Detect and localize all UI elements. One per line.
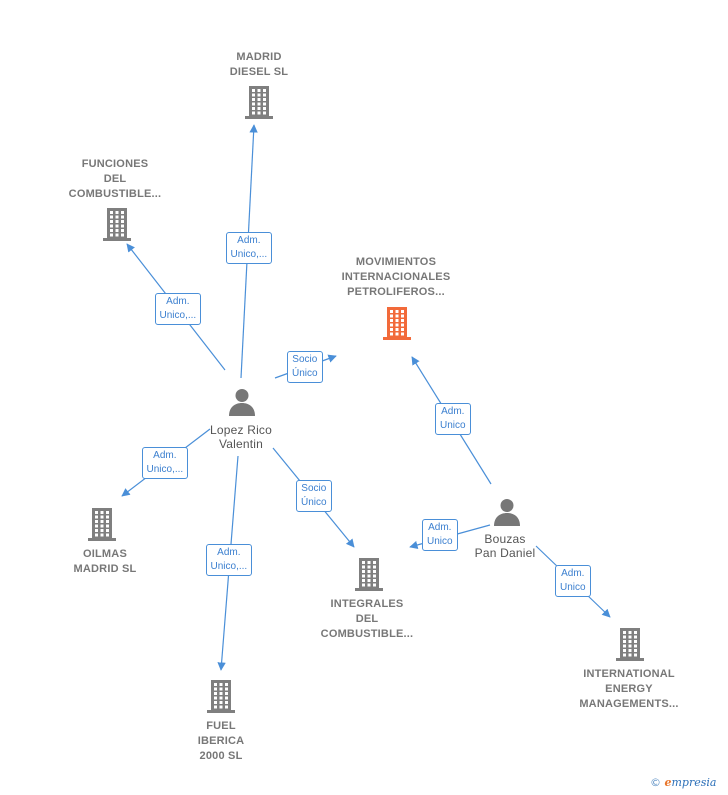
edge-label-bouzas-movimientos[interactable]: Adm. Unico xyxy=(435,403,471,435)
node-label-line: PETROLIFEROS... xyxy=(347,286,445,298)
edge-label-bouzas-integrales[interactable]: Adm. Unico xyxy=(422,519,458,551)
node-label-line: INTERNATIONAL xyxy=(583,668,675,680)
node-label-line: MOVIMIENTOS xyxy=(355,256,437,268)
edge-label-line: Único xyxy=(292,368,318,379)
node-label-line: MADRID xyxy=(236,51,282,63)
node-label-line: DEL xyxy=(355,613,379,625)
node-label-line: COMBUSTIBLE... xyxy=(68,188,162,200)
person-icon xyxy=(229,389,255,416)
node-label-funciones[interactable]: FUNCIONES DEL COMBUSTIBLE... xyxy=(45,157,185,202)
building-icon xyxy=(355,558,383,591)
node-label-oilmas[interactable]: OILMAS MADRID SL xyxy=(35,547,175,577)
node-icon-oilmas[interactable] xyxy=(86,506,118,547)
building-icon xyxy=(103,208,131,241)
edge-label-lopez-fuel[interactable]: Adm. Unico,... xyxy=(205,544,253,576)
edge-label-line: Unico,... xyxy=(159,310,197,321)
edge-label-line: Adm. xyxy=(237,235,261,246)
edge-label-line: Unico xyxy=(560,582,586,593)
node-label-line: MADRID SL xyxy=(73,563,137,575)
brand-initial: e xyxy=(664,776,672,789)
edge-label-line: Único xyxy=(301,497,327,508)
edge-label-line: Unico xyxy=(440,420,466,431)
node-label-line: IBERICA xyxy=(197,735,245,747)
node-label-line: Bouzas xyxy=(484,532,526,546)
person-icon xyxy=(494,499,520,526)
edge-label-line: Adm. xyxy=(441,406,465,417)
node-label-line: DIESEL SL xyxy=(229,66,289,78)
node-icon-madrid_diesel[interactable] xyxy=(243,84,275,125)
node-icon-integrales[interactable] xyxy=(353,556,385,597)
node-label-line: INTEGRALES xyxy=(330,598,404,610)
node-label-line: Valentin xyxy=(218,437,264,451)
copyright-symbol: © xyxy=(650,776,661,789)
building-icon xyxy=(207,680,235,713)
node-icon-bouzas[interactable] xyxy=(492,497,522,532)
edge-label-line: Socio xyxy=(301,483,327,494)
edge-label-line: Adm. xyxy=(153,450,177,461)
node-icon-lopez[interactable] xyxy=(227,387,257,422)
node-icon-fuel[interactable] xyxy=(205,678,237,719)
edge-label-line: Adm. xyxy=(217,547,241,558)
node-label-international[interactable]: INTERNATIONAL ENERGY MANAGEMENTS... xyxy=(559,667,699,712)
node-label-line: FUNCIONES xyxy=(81,158,149,170)
edge-label-lopez-madrid_diesel[interactable]: Adm. Unico,... xyxy=(225,232,273,264)
node-label-line: 2000 SL xyxy=(199,750,243,762)
node-icon-funciones[interactable] xyxy=(101,206,133,247)
edge-label-line: Adm. xyxy=(166,296,190,307)
building-icon xyxy=(245,86,273,119)
brand-name: mpresia xyxy=(671,776,717,789)
node-label-movimientos[interactable]: MOVIMIENTOS INTERNACIONALES PETROLIFEROS..… xyxy=(326,255,466,300)
node-label-integrales[interactable]: INTEGRALES DEL COMBUSTIBLE... xyxy=(297,597,437,642)
edge-label-line: Socio xyxy=(292,354,318,365)
node-label-line: COMBUSTIBLE... xyxy=(320,628,414,640)
node-label-fuel[interactable]: FUEL IBERICA 2000 SL xyxy=(151,719,291,764)
building-icon xyxy=(383,307,411,340)
node-label-madrid_diesel[interactable]: MADRID DIESEL SL xyxy=(189,50,329,80)
edge-label-lopez-funciones[interactable]: Adm. Unico,... xyxy=(154,293,202,325)
node-icon-movimientos[interactable] xyxy=(381,305,413,346)
building-icon xyxy=(616,628,644,661)
edge-label-bouzas-international[interactable]: Adm. Unico xyxy=(555,565,591,597)
node-label-line: DEL xyxy=(103,173,127,185)
node-label-line: MANAGEMENTS... xyxy=(579,698,679,710)
footer-brand[interactable]: © empresia xyxy=(650,776,716,789)
node-label-line: OILMAS xyxy=(83,548,127,560)
edge-label-lopez-oilmas[interactable]: Adm. Unico,... xyxy=(141,447,189,479)
edge-label-line: Unico xyxy=(427,536,453,547)
edge-label-line: Adm. xyxy=(428,522,452,533)
node-label-line: Lopez Rico xyxy=(209,423,273,437)
edge-label-line: Unico,... xyxy=(230,249,268,260)
node-label-line: ENERGY xyxy=(605,683,653,695)
edge-label-line: Adm. xyxy=(561,568,585,579)
edge-label-line: Unico,... xyxy=(146,464,184,475)
edge-label-line: Unico,... xyxy=(210,561,248,572)
node-label-line: Pan Daniel xyxy=(474,546,536,560)
node-icon-international[interactable] xyxy=(614,626,646,667)
node-label-line: FUEL xyxy=(206,720,236,732)
building-icon xyxy=(88,508,116,541)
node-label-line: INTERNACIONALES xyxy=(341,271,451,283)
